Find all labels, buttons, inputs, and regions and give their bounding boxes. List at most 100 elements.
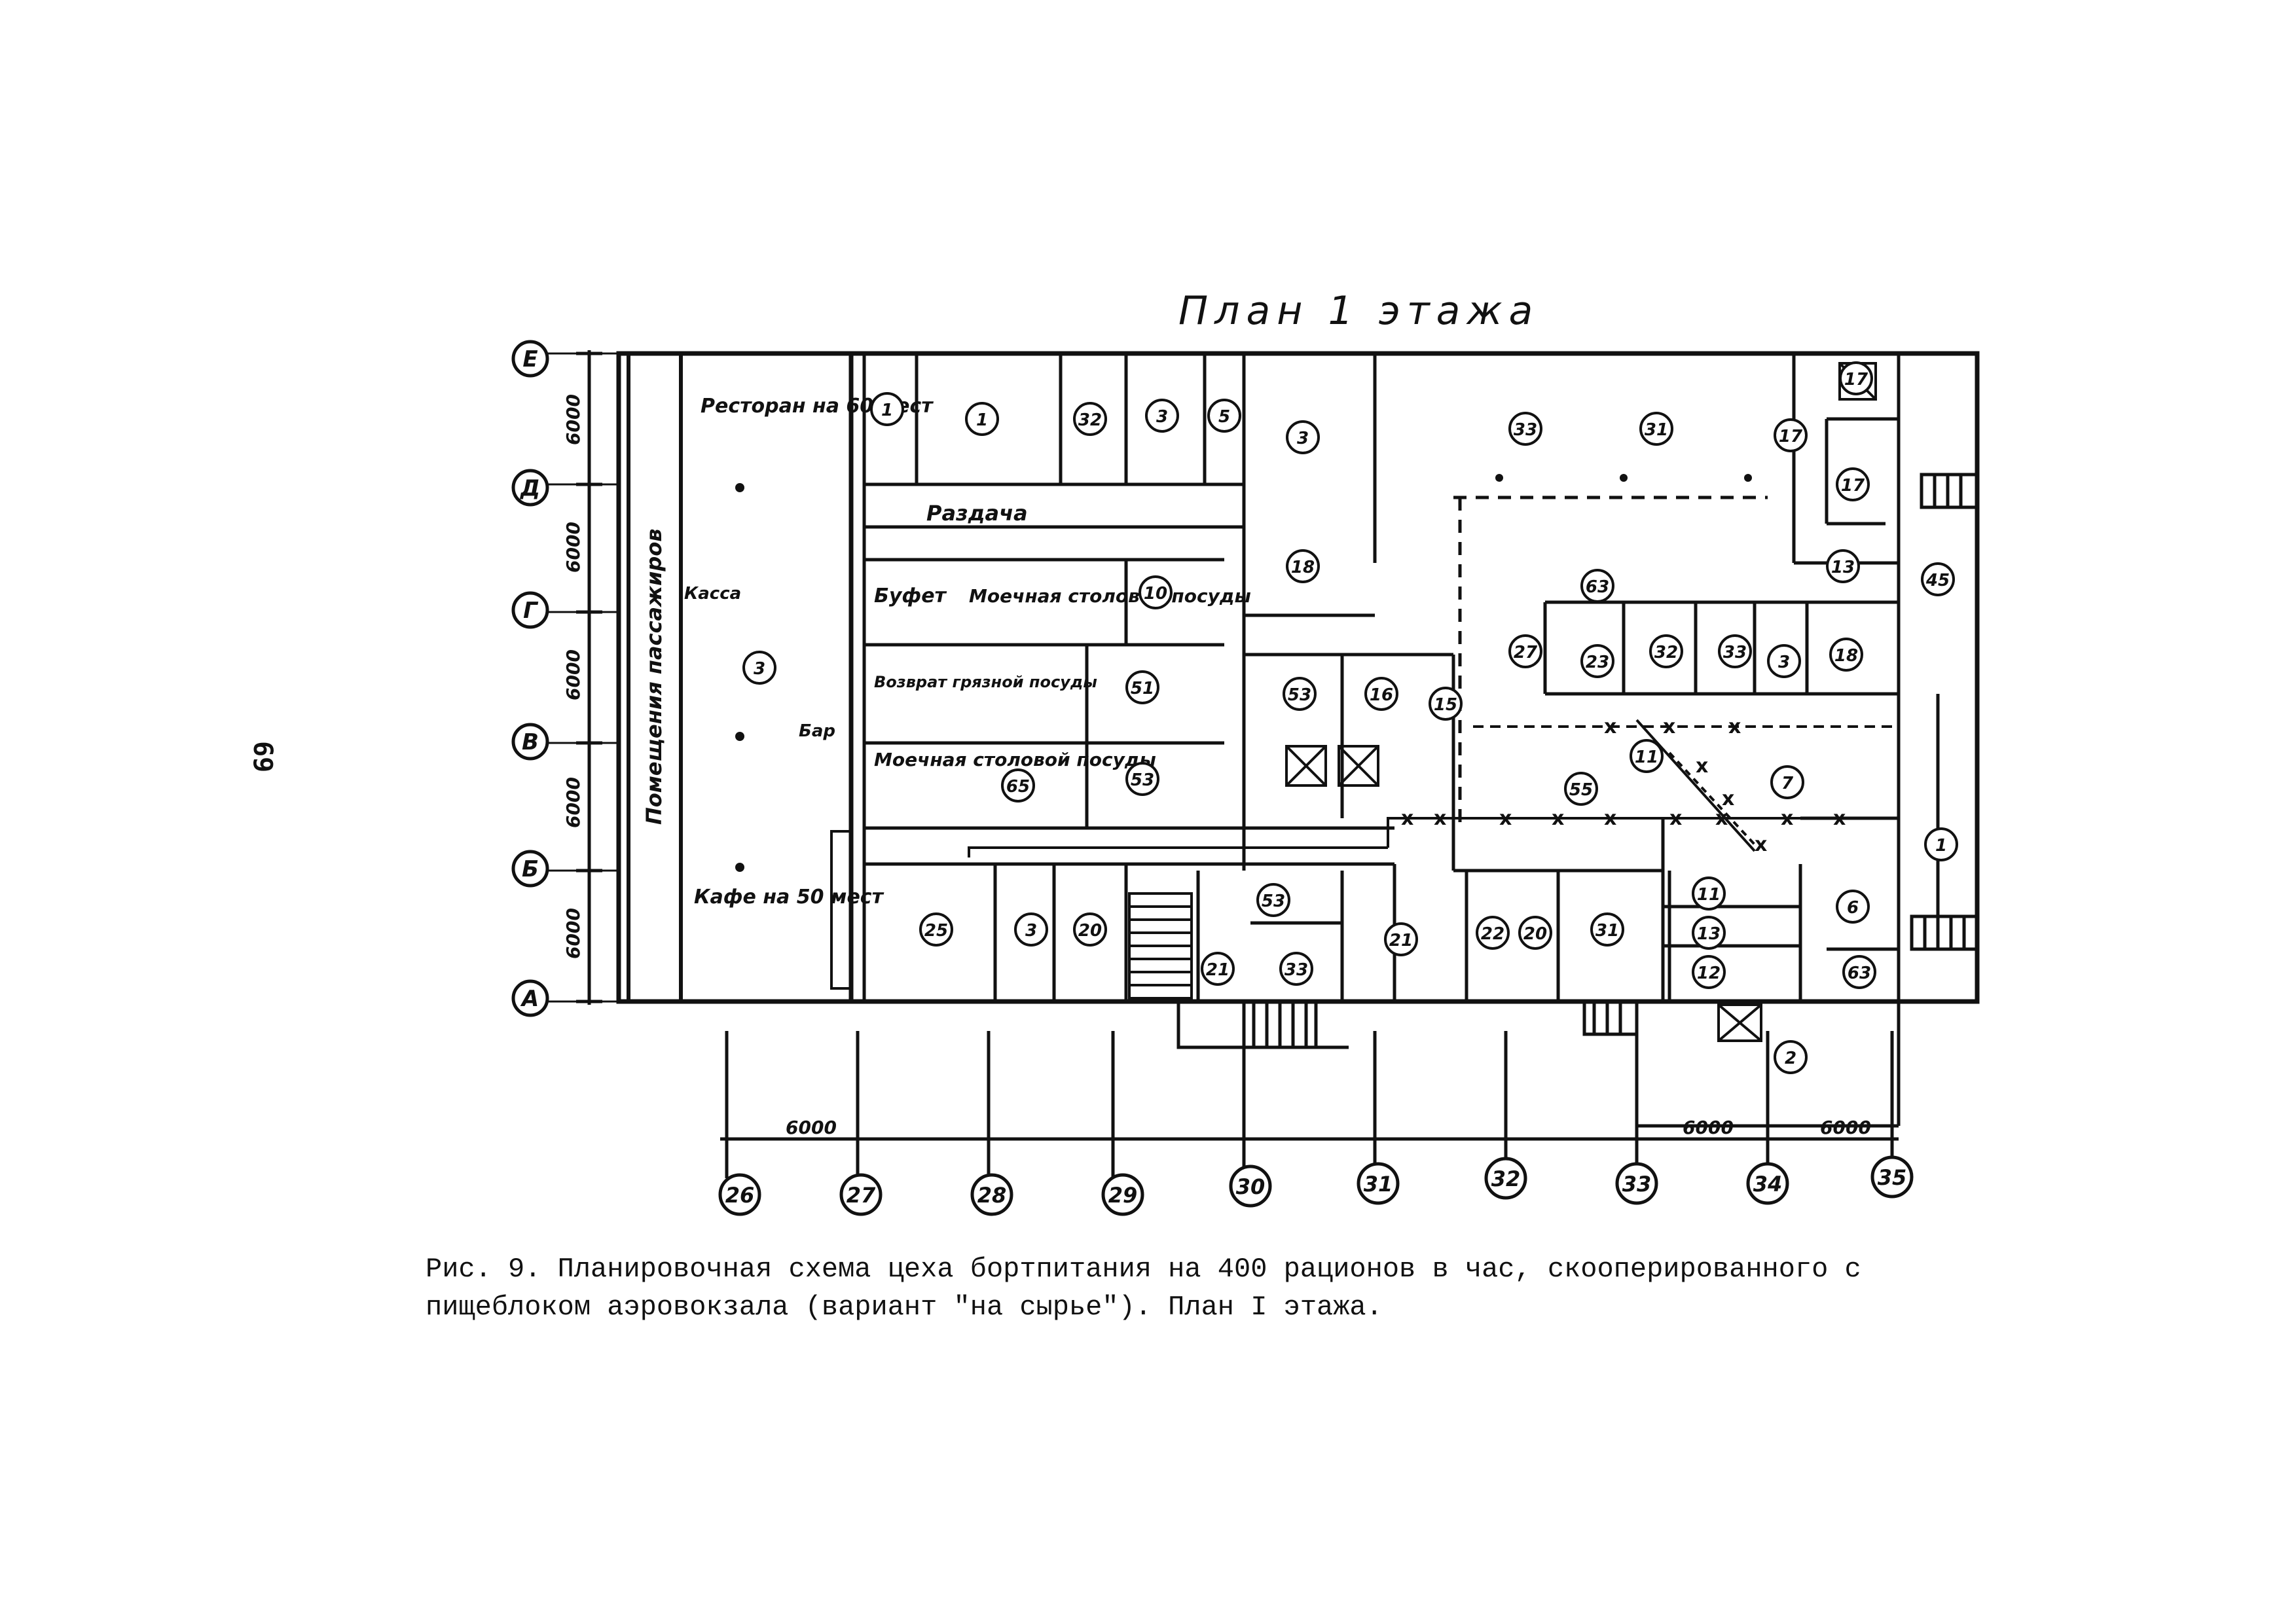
room-number: 53 — [1262, 892, 1285, 911]
room-label-moechnaya-tare: Моечная столовой посуды — [969, 585, 1251, 607]
svg-text:x: x — [1434, 807, 1446, 830]
room-number: 22 — [1481, 924, 1504, 944]
room-labels: Ресторан на 60 мест Раздача Буфет Моечна… — [642, 395, 1251, 909]
bottom-dimension-line — [720, 1031, 1899, 1178]
column-dimension: 6000 — [786, 1117, 837, 1138]
partitions — [862, 352, 1979, 1001]
row-axis-label: Б — [522, 856, 539, 882]
room-number-circle — [1201, 952, 1235, 986]
room-label-moechnaya-posudy: Моечная столовой посуды — [874, 749, 1156, 770]
room-number: 21 — [1389, 931, 1413, 950]
column-dots — [735, 474, 1752, 872]
room-number-circle — [1256, 883, 1290, 917]
room-number: 1 — [881, 401, 893, 420]
room-number: 18 — [1291, 558, 1315, 577]
column-axis-label: 30 — [1236, 1174, 1266, 1199]
row-dimension: 6000 — [562, 649, 584, 700]
svg-text:x: x — [1669, 807, 1682, 830]
room-label-kafe: Кафе на 50 мест — [694, 886, 884, 909]
room-number-circle — [1630, 739, 1664, 773]
room-number-circle — [1476, 916, 1510, 950]
room-number: 20 — [1078, 921, 1102, 941]
utility-lines — [968, 719, 1899, 857]
room-number: 3 — [1156, 407, 1168, 427]
column-axis-label: 33 — [1622, 1172, 1652, 1197]
room-number-circle — [1639, 412, 1673, 446]
room-number: 32 — [1654, 643, 1678, 662]
room-number-circle — [742, 651, 776, 685]
column-axis-label: 27 — [847, 1183, 876, 1208]
room-number: 2 — [1785, 1049, 1796, 1068]
svg-text:x: x — [1755, 833, 1767, 856]
room-number-circle — [1826, 549, 1860, 583]
room-number-circle — [919, 912, 953, 947]
room-number-circle — [1580, 644, 1614, 678]
room-number: 31 — [1645, 420, 1668, 440]
stair-left — [1128, 892, 1193, 1000]
room-number-circle — [1125, 762, 1159, 796]
room-number: 3 — [754, 659, 765, 679]
room-number: 21 — [1206, 960, 1230, 980]
room-number: 33 — [1723, 643, 1747, 662]
column-axis-label: 35 — [1878, 1165, 1907, 1190]
svg-text:x: x — [1401, 807, 1413, 830]
svg-text:x: x — [1728, 715, 1741, 738]
svg-text:x: x — [1696, 755, 1708, 778]
room-number-circle — [1774, 1040, 1808, 1074]
room-number-circle — [1836, 467, 1870, 501]
column-dimensions: 6000 6000 6000 — [786, 1117, 1871, 1138]
column-axis-label: 32 — [1491, 1166, 1521, 1191]
room-number: 13 — [1831, 558, 1855, 577]
room-number-circle — [1842, 955, 1876, 989]
svg-text:x: x — [1499, 807, 1512, 830]
room-number-circle — [1283, 677, 1317, 711]
room-number-circle — [1718, 634, 1752, 668]
room-number-circle — [1924, 827, 1958, 861]
room-label-vozvrat: Возврат грязной посуды — [874, 673, 1097, 691]
room-number: 32 — [1078, 410, 1102, 430]
room-number-circle — [965, 402, 999, 436]
room-number-circle — [1384, 922, 1418, 956]
room-number-circle — [1139, 575, 1173, 609]
room-number-circle — [1839, 361, 1873, 395]
column-axis-label: 29 — [1108, 1183, 1138, 1208]
room-number-circle — [1073, 402, 1107, 436]
room-number: 3 — [1297, 429, 1309, 448]
room-number-circle — [1767, 644, 1801, 678]
room-number-circle — [1692, 955, 1726, 989]
room-number: 16 — [1370, 685, 1393, 705]
room-number: 20 — [1523, 924, 1547, 944]
room-label-kassa: Касса — [684, 584, 741, 604]
column-axis-labels: 26 27 28 29 30 31 32 33 34 35 — [725, 1165, 1907, 1208]
svg-text:x: x — [1781, 807, 1793, 830]
room-number: 33 — [1514, 420, 1537, 440]
room-number: 17 — [1841, 476, 1865, 496]
column-dimension: 6000 — [1683, 1117, 1734, 1138]
room-number: 13 — [1697, 924, 1721, 944]
room-number-circle — [1580, 569, 1614, 603]
room-number-circle — [1508, 412, 1542, 446]
room-number-circle — [1518, 916, 1552, 950]
room-number: 33 — [1285, 960, 1308, 980]
column-dimension: 6000 — [1820, 1117, 1871, 1138]
room-number: 23 — [1586, 653, 1609, 672]
room-number-circle — [1921, 562, 1955, 596]
room-number: 6 — [1847, 898, 1859, 918]
row-dimension: 6000 — [562, 777, 584, 828]
room-number: 15 — [1434, 695, 1457, 715]
bar-counter — [830, 830, 852, 990]
plan-title: План 1 этажа — [1178, 288, 1540, 334]
room-number: 17 — [1844, 370, 1868, 389]
room-number-circle — [1692, 916, 1726, 950]
figure-caption: Рис. 9. Планировочная схема цеха бортпит… — [426, 1254, 1861, 1323]
room-number: 51 — [1131, 679, 1154, 698]
column-axis-label: 34 — [1753, 1172, 1783, 1197]
row-axis-label: Е — [522, 346, 538, 372]
room-number: 45 — [1925, 571, 1950, 590]
room-number-circle — [1836, 890, 1870, 924]
room-number-circle — [1508, 634, 1542, 668]
room-number-circle — [1001, 768, 1035, 803]
room-number: 65 — [1006, 777, 1030, 797]
